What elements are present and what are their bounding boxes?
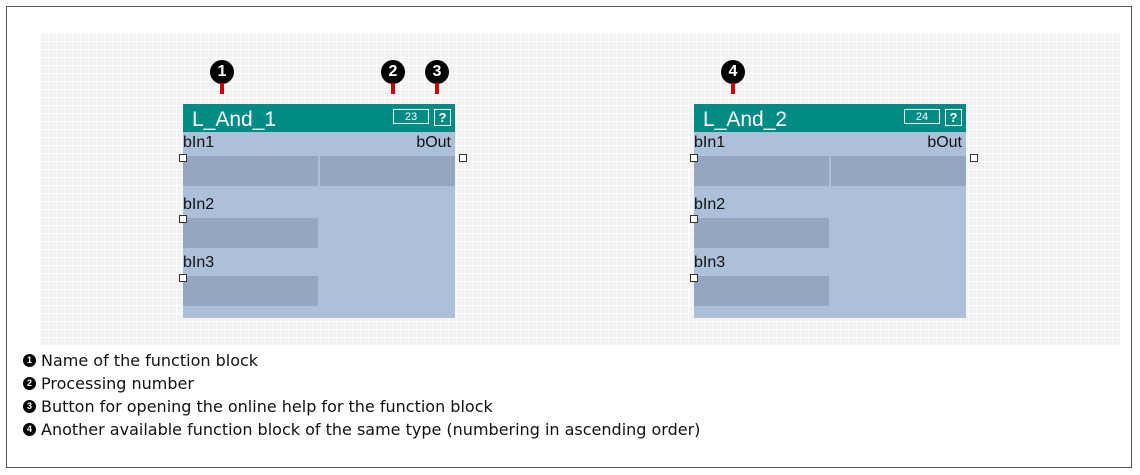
legend-item-4: 4 Another available function block of th…: [23, 418, 700, 441]
output-port-bout[interactable]: [970, 154, 978, 162]
input-port-bin1[interactable]: [690, 154, 698, 162]
marker-3-stem: [435, 83, 439, 94]
input-port-bin3[interactable]: [179, 274, 187, 282]
legend-text: Button for opening the online help for t…: [41, 397, 493, 416]
output-field-bout[interactable]: [320, 156, 455, 186]
output-field-bout[interactable]: [831, 156, 966, 186]
marker-2: 2: [381, 60, 405, 94]
input-label-bin3: bIn3: [694, 254, 726, 271]
processing-number[interactable]: 23: [393, 109, 429, 124]
input-field-bin2[interactable]: [183, 218, 318, 248]
marker-3: 3: [425, 60, 449, 94]
legend-item-1: 1 Name of the function block: [23, 349, 700, 372]
legend-text: Processing number: [41, 374, 194, 393]
legend-number: 1: [23, 354, 36, 367]
input-field-bin3[interactable]: [183, 276, 318, 306]
function-block-body: bIn1 bOut bIn2 bIn3: [183, 132, 455, 318]
marker-4-badge: 4: [721, 60, 745, 84]
input-label-bin1: bIn1: [183, 134, 215, 151]
input-label-bin2: bIn2: [183, 196, 215, 213]
input-label-bin2: bIn2: [694, 196, 726, 213]
input-port-bin2[interactable]: [179, 215, 187, 223]
input-port-bin1[interactable]: [179, 154, 187, 162]
output-label-bout: bOut: [416, 134, 451, 151]
legend-number: 2: [23, 377, 36, 390]
input-port-bin3[interactable]: [690, 274, 698, 282]
marker-3-badge: 3: [425, 60, 449, 84]
input-label-bin1: bIn1: [694, 134, 726, 151]
help-button[interactable]: ?: [945, 109, 962, 126]
figure-frame: 1 2 3 4 L_And_1 23 ? bIn1 bOut bIn2 bIn3: [6, 6, 1132, 468]
function-block-name: L_And_2: [703, 108, 788, 131]
legend: 1 Name of the function block 2 Processin…: [23, 349, 700, 441]
legend-number: 3: [23, 400, 36, 413]
processing-number[interactable]: 24: [904, 109, 940, 124]
marker-4-stem: [731, 83, 735, 94]
legend-text: Another available function block of the …: [41, 420, 701, 439]
marker-1-badge: 1: [210, 60, 234, 84]
marker-1: 1: [210, 60, 234, 94]
input-field-bin2[interactable]: [694, 218, 829, 248]
marker-4: 4: [721, 60, 745, 94]
function-block-header[interactable]: L_And_1 23 ?: [183, 104, 455, 132]
function-block-body: bIn1 bOut bIn2 bIn3: [694, 132, 966, 318]
input-field-bin1[interactable]: [183, 156, 318, 186]
output-port-bout[interactable]: [459, 154, 467, 162]
legend-number: 4: [23, 423, 36, 436]
function-block-header[interactable]: L_And_2 24 ?: [694, 104, 966, 132]
input-label-bin3: bIn3: [183, 254, 215, 271]
legend-text: Name of the function block: [41, 351, 259, 370]
help-button[interactable]: ?: [434, 109, 451, 126]
input-port-bin2[interactable]: [690, 215, 698, 223]
legend-item-3: 3 Button for opening the online help for…: [23, 395, 700, 418]
marker-2-stem: [391, 83, 395, 94]
function-block-1[interactable]: L_And_1 23 ? bIn1 bOut bIn2 bIn3: [183, 104, 455, 318]
input-field-bin3[interactable]: [694, 276, 829, 306]
output-label-bout: bOut: [927, 134, 962, 151]
function-block-name: L_And_1: [192, 108, 277, 131]
legend-item-2: 2 Processing number: [23, 372, 700, 395]
input-field-bin1[interactable]: [694, 156, 829, 186]
function-block-2[interactable]: L_And_2 24 ? bIn1 bOut bIn2 bIn3: [694, 104, 966, 318]
marker-1-stem: [220, 83, 224, 94]
marker-2-badge: 2: [381, 60, 405, 84]
